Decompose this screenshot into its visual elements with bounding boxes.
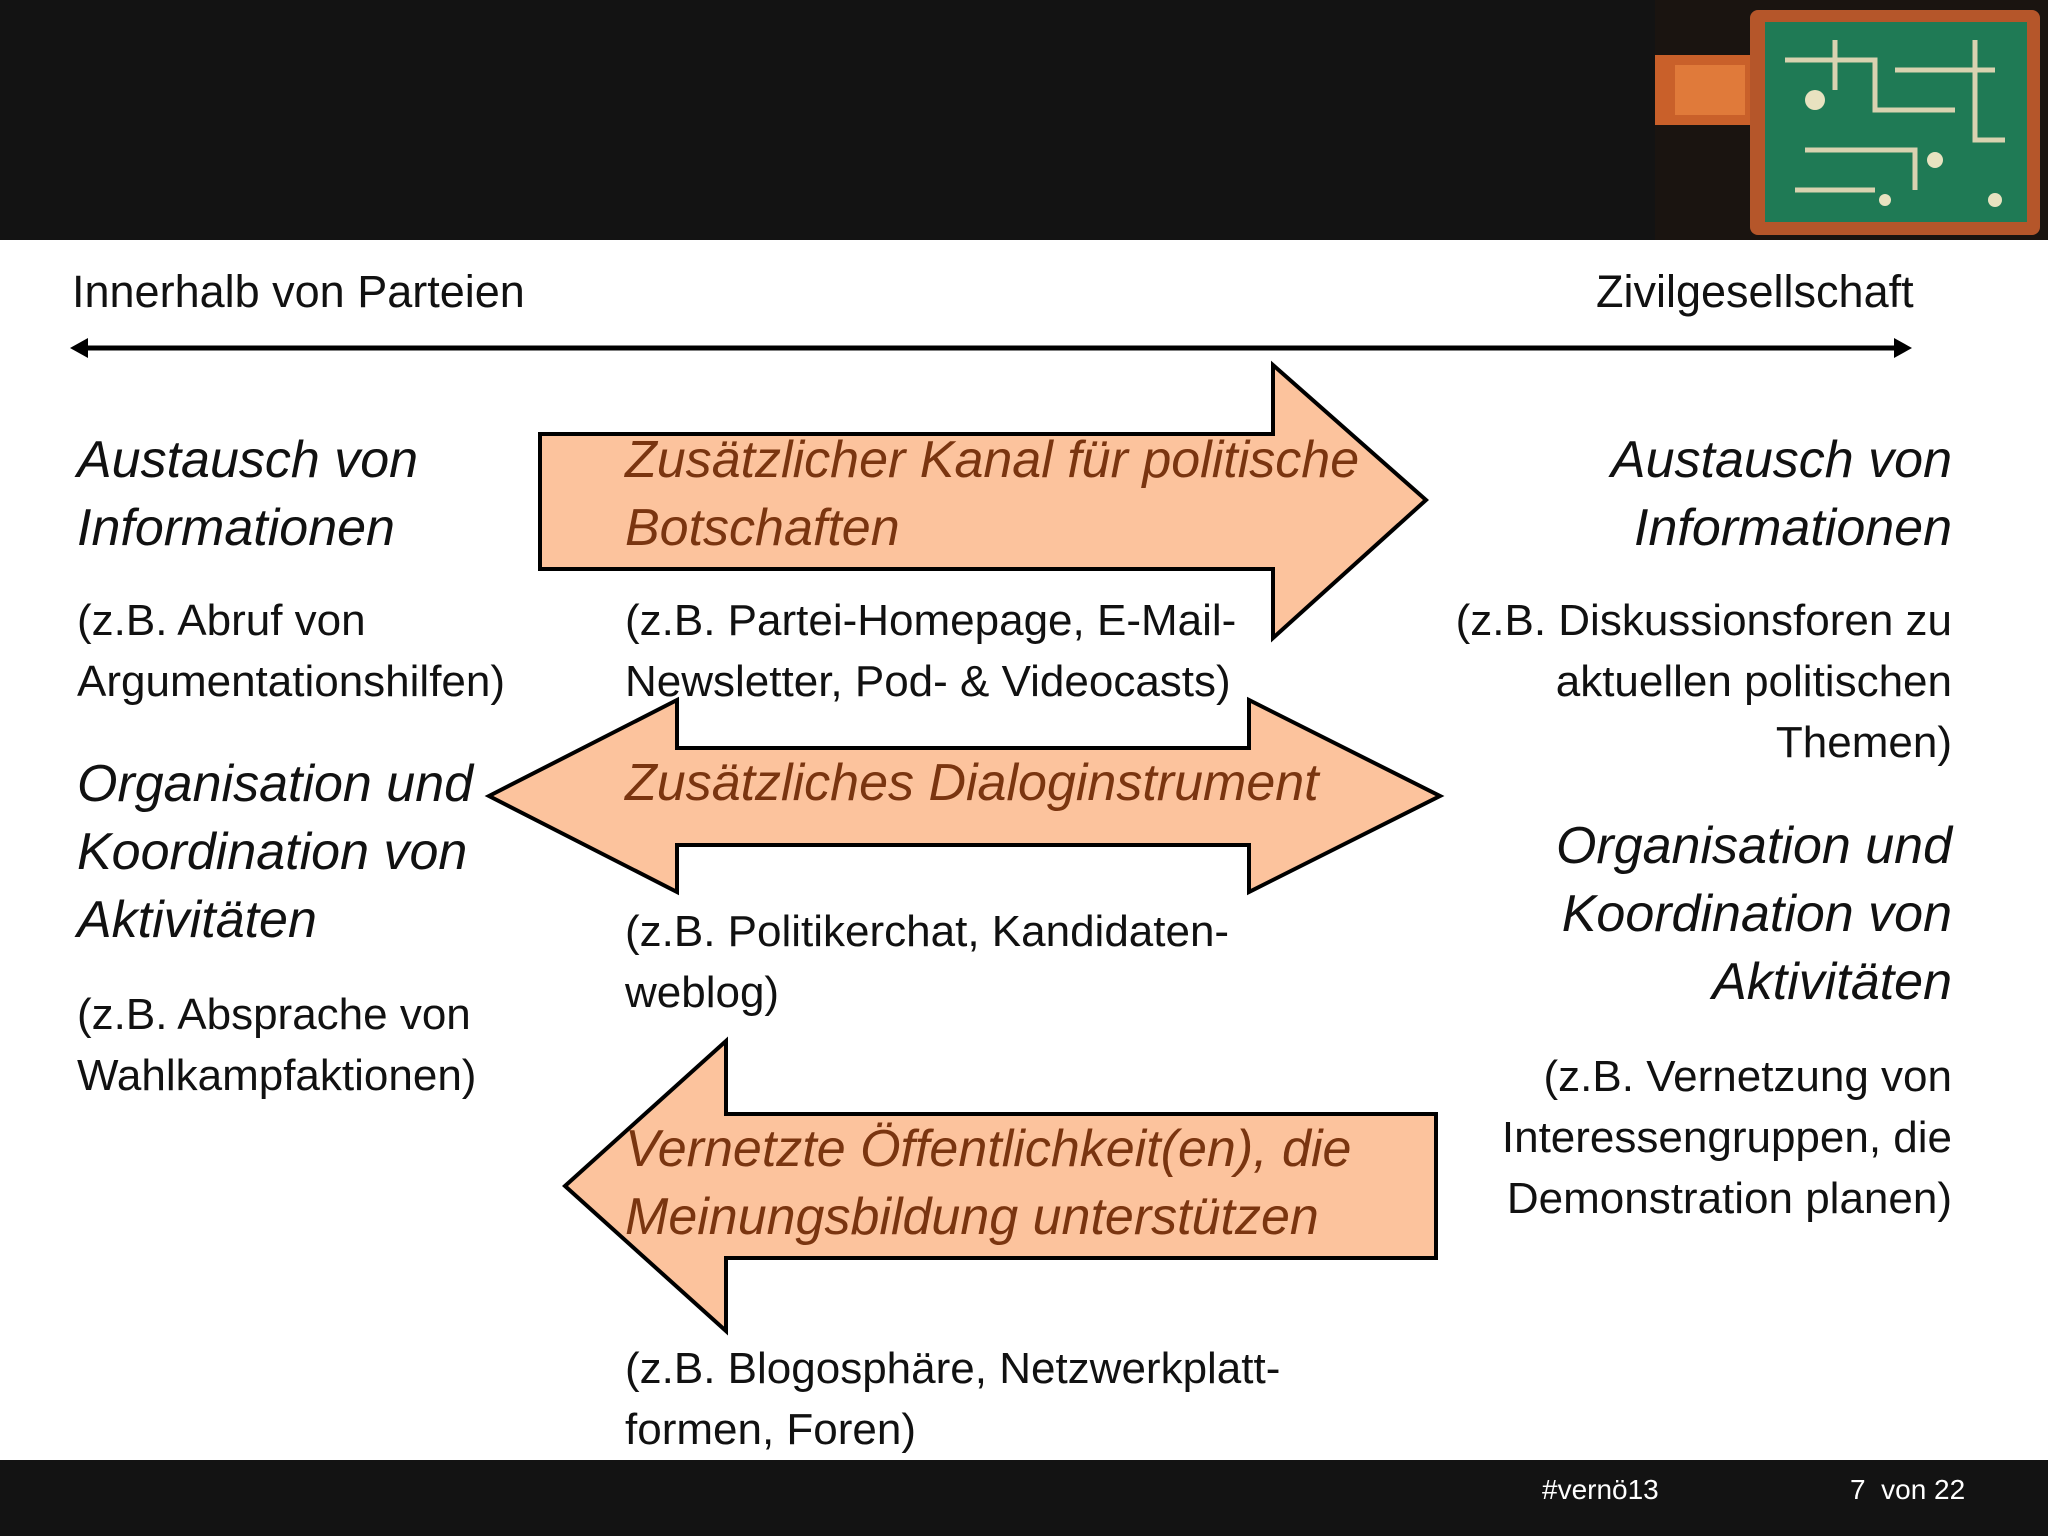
right-arrow-shape [538,360,1430,643]
left-example-organisation: (z.B. Absprache von Wahlkampfaktionen) [77,990,477,1100]
double-arrow-shape [484,696,1445,896]
circuit-board-image [1655,0,2048,240]
footer-page-number: 7 von 22 [1850,1474,1966,1505]
left-heading-organisation: Organisation und Koordination von Aktivi… [77,755,474,949]
right-example-organisation: (z.B. Vernetzung von Interessengruppen, … [1501,1052,1952,1223]
arrow3-example: (z.B. Blogosphäre, Netzwerkplatt- formen… [625,1344,1281,1454]
axis-right-label: Zivilgesellschaft [1596,266,1914,317]
right-heading-organisation: Organisation und Koordination von Aktivi… [1555,817,1952,1011]
axis-left-label: Innerhalb von Parteien [72,266,525,317]
arrow3-label: Vernetzte Öffentlichkeit(en), die Meinun… [625,1120,1352,1246]
arrow2-example: (z.B. Politikerchat, Kandidaten- weblog) [625,907,1230,1017]
arrow2-label: Zusätzliches Dialoginstrument [625,754,1319,812]
bottom-bar [0,1460,2048,1536]
footer-hashtag: #vernö13 [1542,1474,1659,1505]
arrow1-label: Zusätzlicher Kanal für politische Botsch… [625,431,1360,557]
double-arrow-axis [70,338,1912,358]
left-arrow-shape [562,1036,1438,1336]
right-example-exchange: (z.B. Diskussionsforen zu aktuellen poli… [1455,596,1952,767]
left-example-exchange: (z.B. Abruf von Argumentationshilfen) [77,596,506,706]
arrow1-example: (z.B. Partei-Homepage, E-Mail- Newslette… [625,596,1237,706]
left-heading-exchange: Austausch von Informationen [77,431,419,557]
right-heading-exchange: Austausch von Informationen [1610,431,1952,557]
